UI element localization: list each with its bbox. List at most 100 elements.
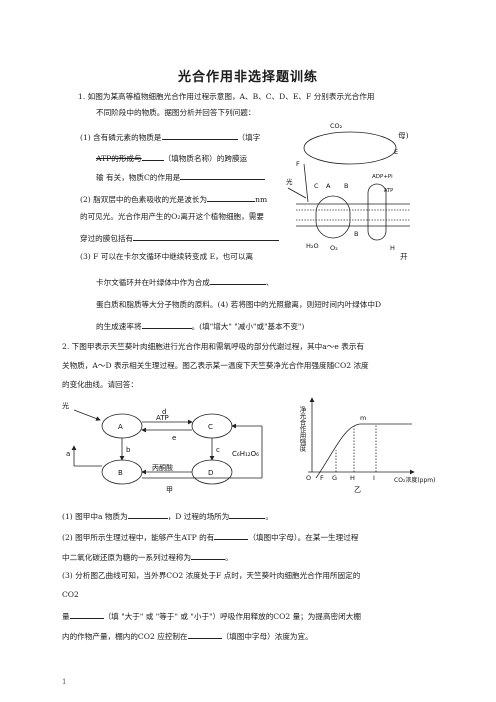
tick-h: H (350, 474, 355, 482)
response-curve (315, 423, 412, 479)
q2-part3-line3: 量 （填 "大于" 或 "等于" 或 "小于"）呼吸作用释放的CO2 量；为提高密… (62, 610, 361, 621)
q1-part1-transport: （填物质名称）的跨膜运 (163, 154, 248, 163)
q2-part3-line4: 内的作物产量，棚内的CO2 应控制在（填图中字母）浓度为宜。 (62, 630, 313, 641)
answer-blank (209, 276, 266, 285)
q1-part3-line3: 蛋白质和脂质等大分子物质的原料。(4) 若将图中的光照撤离，则短时间内叶绿体中D (96, 300, 382, 309)
substance-a: a (66, 450, 70, 458)
q1-part1-hint-end: 母) (398, 131, 409, 140)
process-a: A (118, 423, 123, 431)
substance-e: e (172, 434, 176, 442)
answer-blank (141, 320, 192, 329)
answer-blank (127, 510, 168, 519)
page-number: 1 (62, 678, 67, 686)
answer-blank (133, 232, 280, 241)
co2-response-curve: 净光合作用强度 m O F G H I CO₂浓度(ppm) 乙 (298, 397, 435, 494)
answer-blank (214, 531, 249, 540)
q2-part1: (1) 图甲中a 物质为 ，D 过程的场所为 。 (62, 510, 273, 521)
q1-intro-line2: 不同阶段中的物质。据图分析并回答下列问题： (96, 108, 256, 117)
answer-blank (69, 610, 104, 619)
label-e: E (394, 148, 398, 156)
co2-label: CO₂ (330, 122, 343, 130)
q2-part3-line1: (3) 分析图乙曲线可知，当外界CO2 浓度处于F 点时，天竺葵叶肉细胞光合作用… (62, 571, 361, 580)
process-c: C (208, 423, 213, 431)
q2-part2-line1: (2) 图甲所示生理过程中，能够产生ATP 的有 （填图中字母）。在某一生理过程 (62, 531, 358, 542)
q1-part2-unit: nm (255, 195, 268, 204)
q1-part2-line1: (2) 脂双层中的色素吸收的光是波长为 nm (80, 193, 267, 204)
answer-blank (229, 510, 266, 519)
q1-part1-line2: ATP的形成与 （填物质名称）的跨膜运 (96, 152, 247, 163)
q1-part1-prompt: (1) 含有磷元素的物质是 (80, 133, 162, 142)
adp-label: ADP+Pi (372, 174, 393, 180)
q1-part4-rate: 的生成速率将 (96, 322, 142, 331)
q2-part2-end: 。 (225, 553, 233, 562)
figure-caption-jia: 甲 (166, 486, 173, 494)
q1-part1-role: 输 有关，物质C的作用是 (96, 173, 181, 182)
origin-label: O (306, 474, 311, 482)
answer-blank (207, 193, 256, 202)
q1-part2-line2: 的可见光。光合作用产生的O₂离开这个植物细胞，需要 (80, 212, 264, 221)
tick-g: G (332, 474, 337, 482)
figure-caption-yi: 乙 (354, 486, 361, 494)
q1-part3-line4: 的生成速率将 。(填"增大" "减小"或"基本不变") (96, 320, 304, 331)
q1-part1-hint: （填字 (237, 133, 261, 142)
o2-label: O₂ (330, 244, 338, 252)
tick-f: F (320, 474, 324, 482)
answer-blank (187, 630, 222, 639)
q1-part4-options: 。(填"增大" "减小"或"基本不变") (191, 322, 305, 331)
answer-blank (191, 551, 226, 560)
q2-part1-end: 。 (265, 512, 273, 521)
label-b2: B (354, 230, 358, 238)
q1-part2-membranes: 穿过的膜包括有 (80, 234, 134, 243)
process-b: B (118, 469, 123, 477)
q2-part3-compare: （填 "大于" 或 "等于" 或 "小于"）呼吸作用释放的CO2 量；为提高密闭… (103, 612, 361, 621)
atp-label: ATP (384, 188, 393, 194)
q1-part3-line1: (3) F 可以在卡尔文循环中继续转变成 E，也可以离 (80, 252, 254, 261)
label-c: C (314, 182, 319, 190)
label-f: F (296, 160, 300, 168)
q1-part1-line1: (1) 含有磷元素的物质是 （填字 (80, 131, 260, 142)
atp-label: ATP (156, 414, 169, 422)
process-d: D (208, 469, 213, 477)
q2-part2-next: （填图中字母）。在某一生理过程 (248, 533, 359, 542)
glucose-label: C₆H₁₂O₆ (232, 450, 259, 458)
x-axis-label: CO₂浓度(ppm) (394, 476, 435, 484)
q1-part3-line2: 卡尔文循环并在叶绿体中作为合成 、 (96, 276, 274, 287)
answer-blank (180, 171, 266, 180)
label-b: B (344, 182, 348, 190)
q2-intro-line2: 关物质，A～D 表示相关生理过程。图乙表示某一温度下天竺葵净光合作用强度随CO2… (62, 361, 369, 370)
pyruvate-label: 丙酮酸 (152, 463, 173, 472)
q1-part2-line3: 穿过的膜包括有 (80, 232, 280, 243)
q2-intro-line1: 2. 下图甲表示天竺葵叶肉细胞进行光合作用和需氧呼吸的部分代谢过程，其中a～e … (62, 342, 365, 351)
metabolic-pathway-diagram: 光 A C B D d ATP e a b c 丙酮酸 C₆H₁₂O₆ 甲 (62, 401, 263, 494)
q2-part3-line2: CO2 (62, 590, 79, 599)
answer-blank (141, 152, 164, 161)
page-title: 光合作用非选择题训练 (177, 70, 318, 85)
q2-part2-line2: 中二氧化碳还原为糖的一系列过程称为 。 (62, 551, 233, 562)
answer-blank (161, 131, 238, 140)
photosynthesis-diagram: CO₂ 光 C A B F E B H₂O O₂ H ADP+Pi ATP (286, 122, 410, 252)
light-label: 光 (62, 401, 69, 410)
q1-part1-atp: ATP的形成与 (96, 154, 142, 163)
q1-part3-sep: 、 (265, 278, 274, 287)
label-a: A (326, 182, 331, 190)
q1-intro-line1: 1. 如图为某高等植物细胞光合作用过程示意图，A、B、C、D、E、F 分别表示光… (78, 92, 375, 101)
y-axis-label: 净光合作用强度 (298, 405, 306, 453)
light-label: 光 (286, 177, 293, 186)
substance-c: c (216, 446, 220, 454)
substance-b: b (126, 446, 131, 454)
q2-intro-line3: 的变化曲线。请回答： (62, 380, 138, 389)
q1-part3-synthesis: 卡尔文循环并在叶绿体中作为合成 (96, 278, 210, 287)
substance-d: d (162, 408, 166, 416)
q2-part1-site: ，D 过程的场所为 (167, 512, 230, 521)
q2-part3-amount: 量 (62, 612, 70, 621)
q1-part2-prompt: (2) 脂双层中的色素吸收的光是波长为 (80, 195, 208, 204)
m-label: m (360, 414, 366, 422)
h-label: H (390, 244, 395, 252)
q1-part3-line1-end: 开 (400, 252, 408, 261)
q2-part2-prompt: (2) 图甲所示生理过程中，能够产生ATP 的有 (62, 533, 215, 542)
h2o-label: H₂O (306, 242, 319, 250)
q2-part2-process: 中二氧化碳还原为糖的一系列过程称为 (62, 553, 192, 562)
q2-part1-prompt: (1) 图甲中a 物质为 (62, 512, 128, 521)
q2-part3-control: 内的作物产量，棚内的CO2 应控制在 (62, 632, 188, 641)
